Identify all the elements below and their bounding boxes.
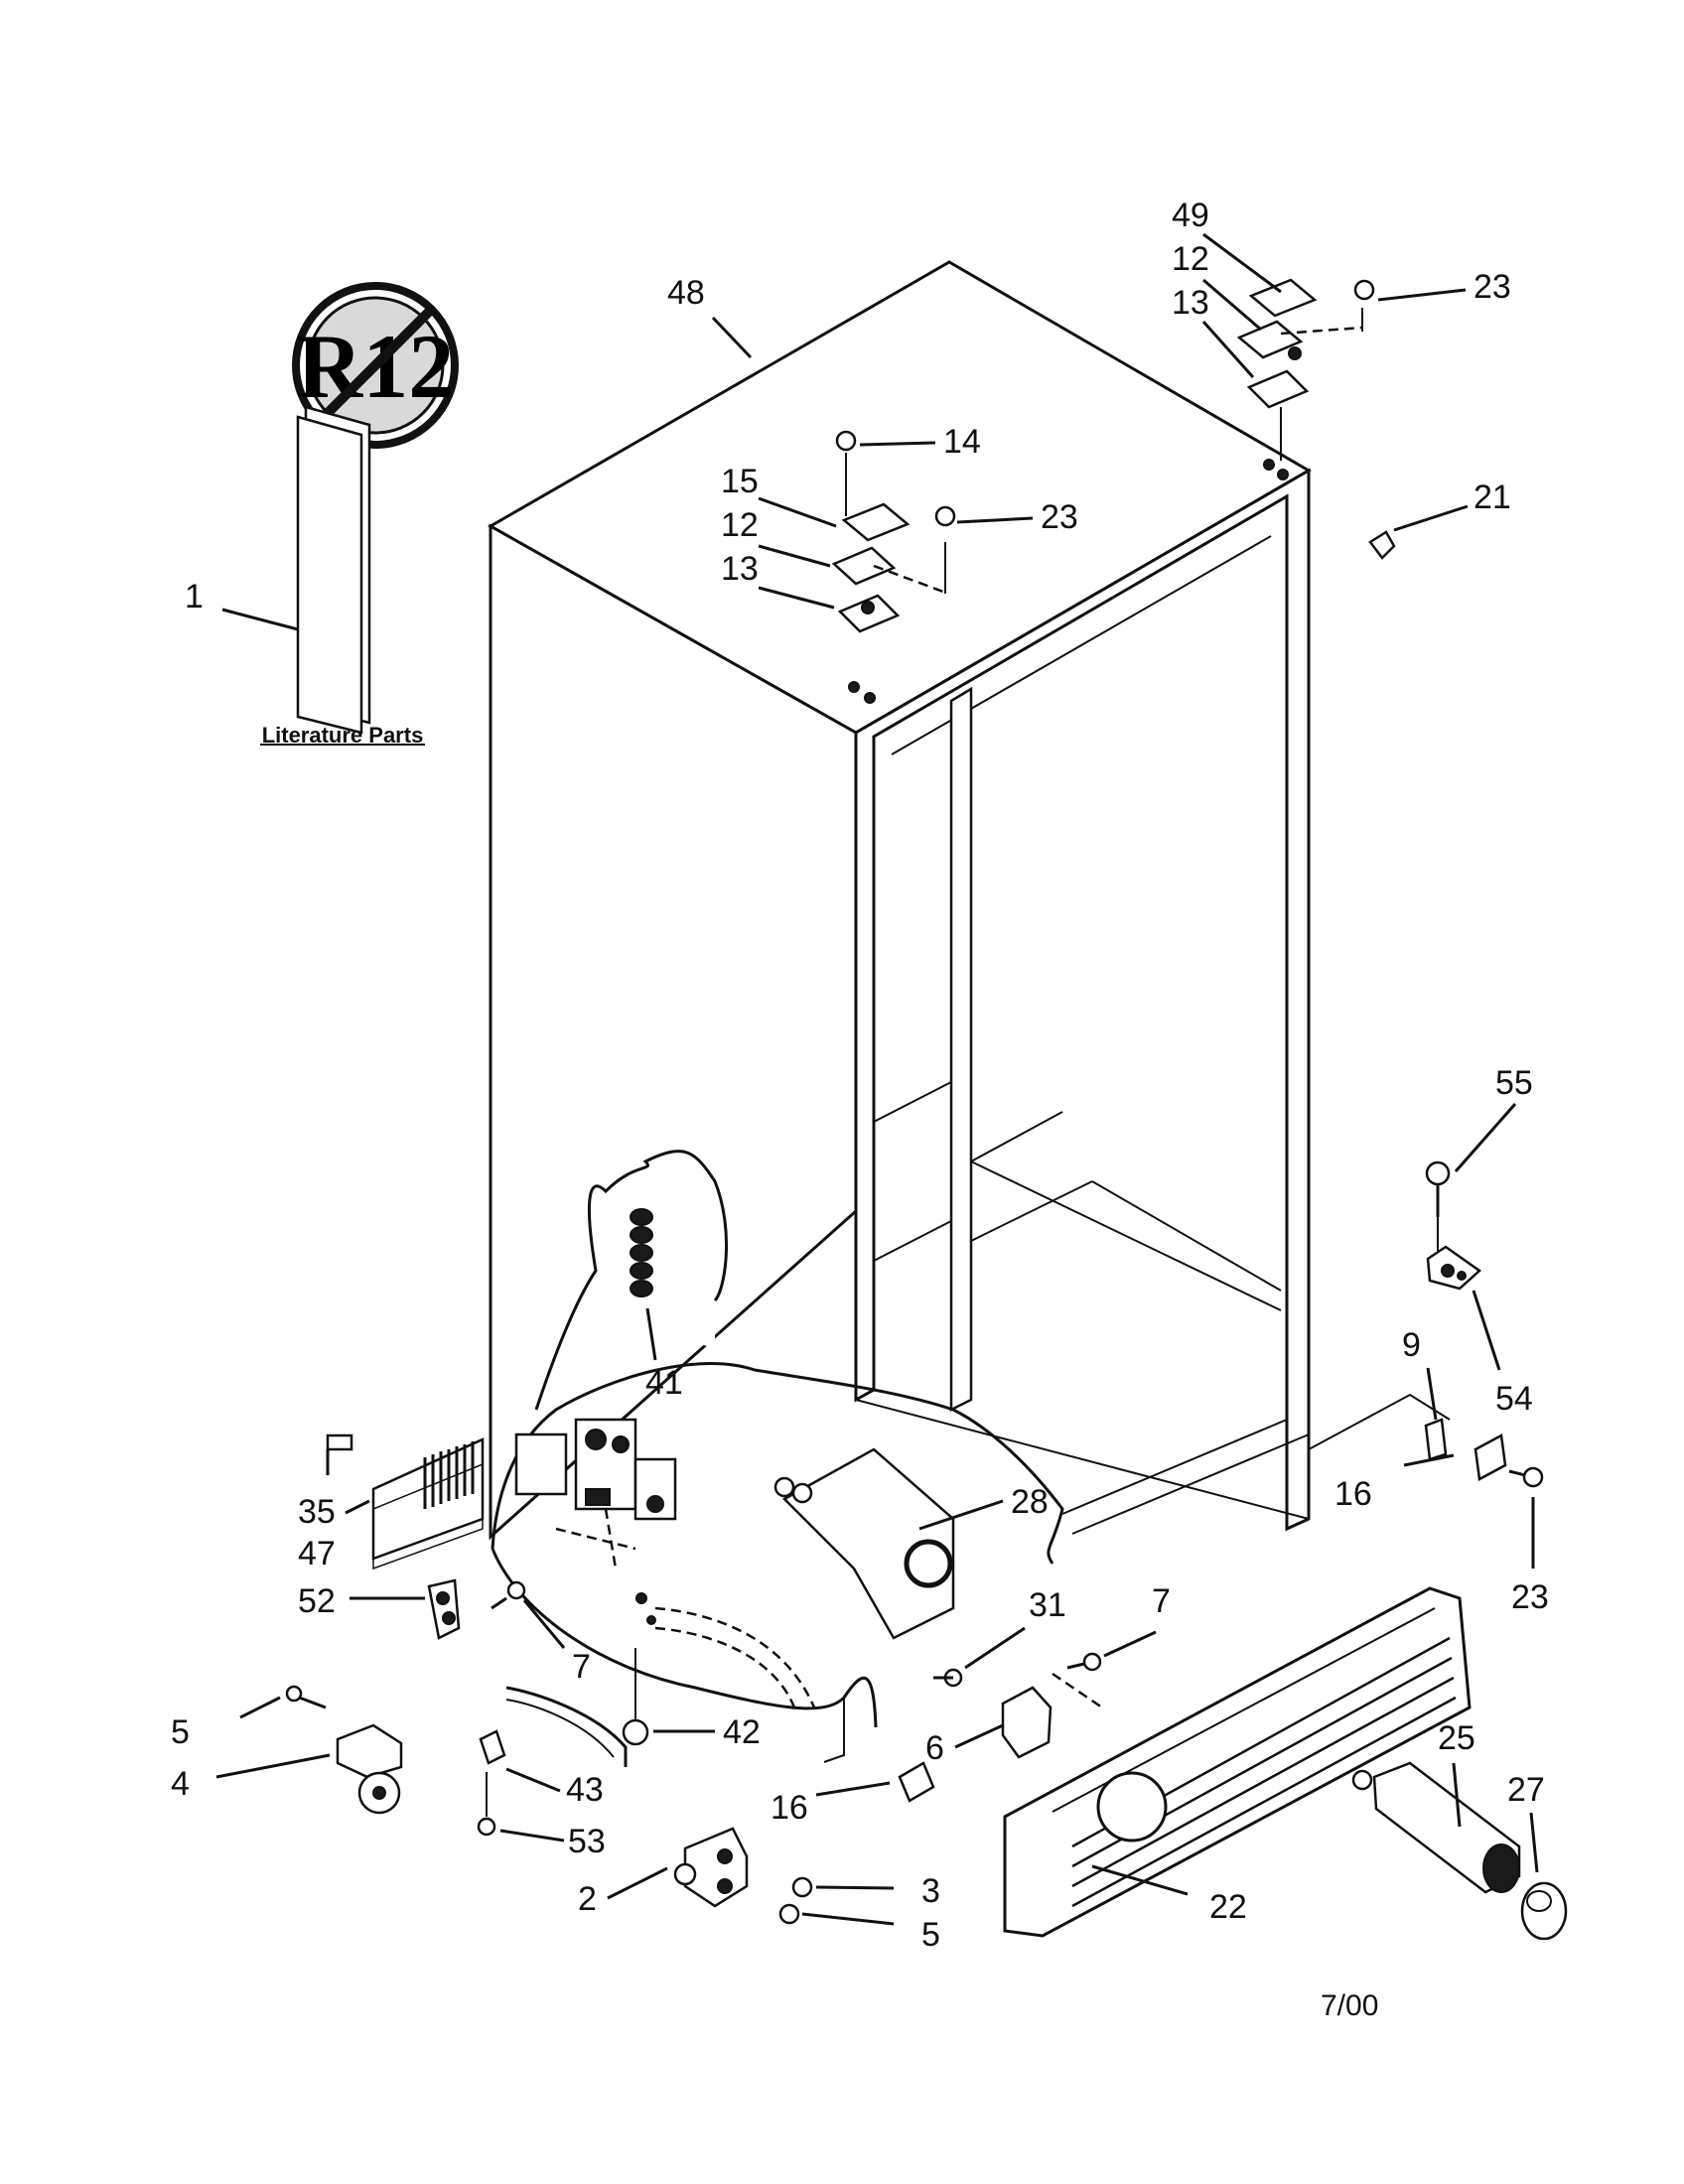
roller-assembly <box>285 1685 403 1815</box>
hinge-bracket-6 <box>1001 1686 1052 1759</box>
screw-7-right <box>1066 1652 1102 1672</box>
part-label-35: 35 <box>298 1493 336 1531</box>
part-label-54: 54 <box>1495 1380 1533 1418</box>
part-label-23-bottom: 23 <box>1511 1578 1549 1616</box>
part-label-22: 22 <box>1209 1888 1247 1926</box>
part-label-28: 28 <box>1011 1483 1049 1521</box>
toe-grille <box>1003 1586 1472 1938</box>
part-label-55: 55 <box>1495 1064 1533 1102</box>
screw-23-bottom <box>1508 1466 1544 1488</box>
part-label-9: 9 <box>1402 1326 1421 1364</box>
defrost-coil <box>630 1208 653 1297</box>
top-hinge-right <box>1236 278 1375 461</box>
part-label-6: 6 <box>925 1729 944 1767</box>
part-labels: 49 12 13 23 48 14 15 23 12 13 21 1 55 41… <box>171 197 1549 1954</box>
part-label-23-mid: 23 <box>1041 498 1078 536</box>
pin-21 <box>1368 530 1396 560</box>
part-label-25: 25 <box>1438 1719 1475 1757</box>
part-label-5-bottom: 5 <box>921 1916 940 1954</box>
part-label-41: 41 <box>645 1364 683 1402</box>
cutaway-machine-compartment <box>491 1150 1064 1763</box>
bracket-52 <box>427 1578 461 1640</box>
fill-tube <box>773 1447 955 1640</box>
screw-31 <box>933 1668 963 1688</box>
clip-16 <box>898 1761 935 1803</box>
leader-arrows <box>215 232 1539 1926</box>
part-label-47: 47 <box>298 1535 336 1572</box>
clip-16-right <box>1474 1433 1507 1481</box>
part-label-42: 42 <box>723 1713 761 1751</box>
part-label-16-right: 16 <box>1334 1475 1372 1513</box>
part-label-48: 48 <box>667 274 705 312</box>
part-label-16-bottom: 16 <box>771 1789 808 1827</box>
revision-date: 7/00 <box>1321 1989 1378 2022</box>
part-label-14: 14 <box>943 423 981 461</box>
part-label-13-top-right: 13 <box>1172 284 1209 322</box>
part-label-43: 43 <box>566 1771 604 1809</box>
back-panel <box>326 1433 485 1570</box>
hinge-54 <box>1426 1245 1481 1291</box>
part-label-23-top-right: 23 <box>1474 268 1511 306</box>
bracket-9 <box>1424 1418 1448 1461</box>
part-label-2: 2 <box>578 1880 597 1918</box>
part-label-7-left: 7 <box>572 1648 591 1686</box>
part-label-27: 27 <box>1507 1771 1545 1809</box>
part-label-1: 1 <box>185 578 204 615</box>
water-filter <box>1351 1761 1521 1894</box>
part-label-15: 15 <box>721 463 759 500</box>
part-label-3: 3 <box>921 1872 940 1910</box>
part-label-31: 31 <box>1029 1586 1066 1624</box>
literature-booklet <box>260 405 425 746</box>
screw-7-left <box>491 1580 526 1610</box>
part-label-4: 4 <box>171 1765 190 1803</box>
leveler-bracket <box>673 1827 813 1925</box>
screw-55 <box>1425 1160 1451 1251</box>
top-hinge-left <box>831 430 956 633</box>
part-label-52: 52 <box>298 1582 336 1620</box>
literature-parts-label: Literature Parts <box>262 723 424 748</box>
water-tube <box>477 1648 649 1837</box>
part-label-49: 49 <box>1172 197 1209 234</box>
no-r12-badge: R12 <box>292 282 459 449</box>
water-valve-assembly <box>514 1418 677 1570</box>
part-label-7-right: 7 <box>1152 1582 1171 1620</box>
part-label-12-top-right: 12 <box>1172 240 1209 278</box>
part-label-53: 53 <box>568 1823 606 1860</box>
part-label-5-left: 5 <box>171 1713 190 1751</box>
part-label-12-left: 12 <box>721 506 759 544</box>
filter-cap <box>1520 1881 1568 1941</box>
part-label-21: 21 <box>1474 478 1511 516</box>
part-label-13-left: 13 <box>721 550 759 588</box>
